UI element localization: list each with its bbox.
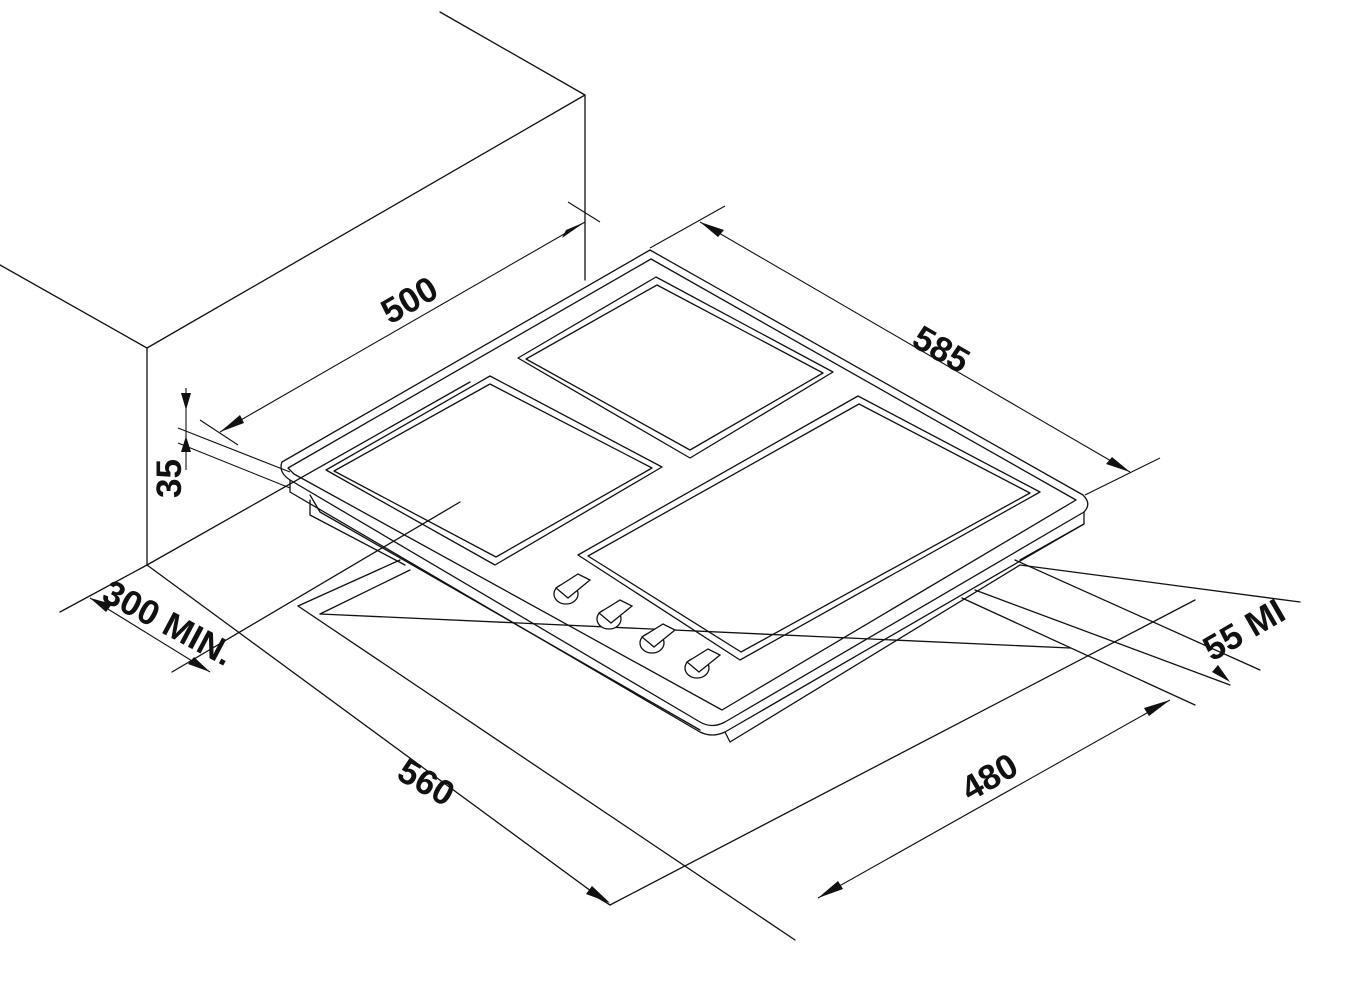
control-knobs xyxy=(553,573,722,679)
dimension-label-35: 35 xyxy=(150,459,189,498)
cutout-lines xyxy=(297,559,1301,941)
knob-icon xyxy=(684,648,722,679)
dimension-lines xyxy=(89,201,1230,906)
knob-icon xyxy=(553,573,592,605)
dimension-label-560: 560 xyxy=(391,751,461,814)
knob-icon xyxy=(639,623,677,654)
dimension-label-55-min: 55 MI xyxy=(1197,591,1292,669)
dimension-label-585: 585 xyxy=(906,318,976,381)
cooking-zone-large xyxy=(577,395,1041,661)
cooking-zone-rear xyxy=(517,276,834,459)
dimension-label-500: 500 xyxy=(375,269,445,332)
hob xyxy=(280,249,1089,743)
dimension-label-300-min: 300 MIN. xyxy=(96,573,240,674)
cabinet-outline xyxy=(0,11,611,906)
cooking-zone-front-left xyxy=(325,375,663,566)
dimension-label-480: 480 xyxy=(955,746,1025,809)
knob-icon xyxy=(596,599,634,630)
